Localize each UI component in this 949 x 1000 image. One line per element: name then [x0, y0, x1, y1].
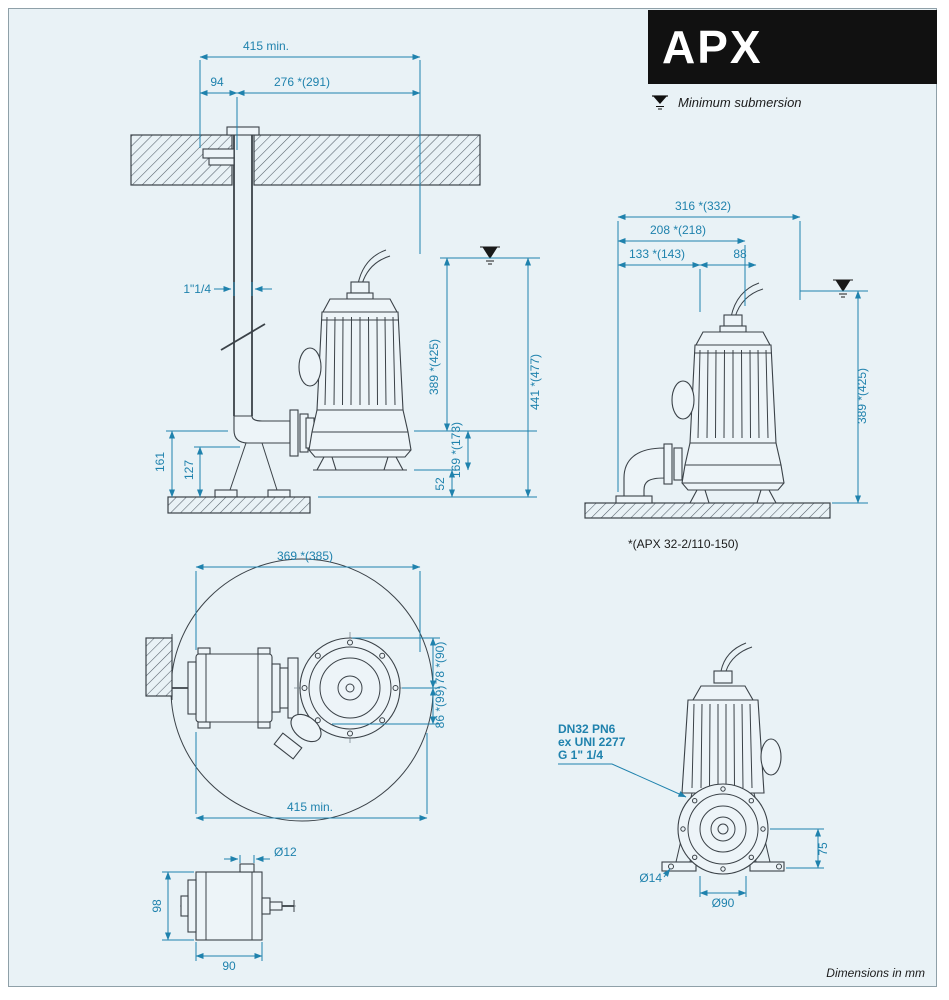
bolt-circle [680, 786, 766, 872]
pipe-break-line [220, 323, 266, 351]
dim-label-d12: Ø12 [274, 845, 297, 859]
front-dimensions: DN32 PN6 ex UNI 2277 G 1" 1/4 Ø14 Ø90 75 [558, 722, 830, 910]
plan-view: 369 *(385) 78 *(90) 86 *(99) 415 min. [145, 549, 447, 822]
volute-front [677, 783, 769, 875]
shaft [269, 901, 283, 911]
foot-pad [749, 861, 785, 872]
pedestal-legs [229, 442, 278, 491]
dim-label-52: 52 [433, 477, 447, 491]
dim-label-161: 161 [153, 452, 167, 472]
dim-label-d14: Ø14 [639, 871, 662, 885]
submersion-symbol-icon [652, 95, 668, 110]
dim-label-127: 127 [182, 460, 196, 480]
series-title: APX [662, 21, 763, 73]
legend-minimum-submersion: Minimum submersion [650, 94, 802, 110]
pipe-bracket [202, 148, 235, 159]
motor-end-cap [187, 661, 197, 715]
base-elbow [233, 415, 291, 444]
mounting-stud [239, 863, 255, 873]
discharge-elbow [623, 447, 665, 497]
dim-label-389: 389 *(425) [427, 339, 441, 395]
dim-label-88: 88 [733, 247, 747, 261]
motor-body-front [681, 699, 765, 794]
pipe-size-label: 1"1/4 [183, 282, 211, 296]
lifting-eye [760, 738, 782, 776]
flange-plate [673, 447, 683, 481]
pump-drawing [671, 282, 785, 504]
dim-label-d90: Ø90 [712, 896, 735, 910]
pipe-cap [226, 126, 260, 136]
foot-hole [668, 863, 674, 870]
dim-label-169: 169 *(173) [449, 422, 463, 478]
dimensions-note: Dimensions in mm [826, 966, 925, 980]
dim-label-369: 369 *(385) [277, 549, 333, 563]
installation-dimensions: 415 min. 94 276 *(291) 1"1/4 389 *(425) … [153, 39, 542, 498]
dim-label-208: 208 *(218) [650, 223, 706, 237]
dim-label-98: 98 [150, 899, 164, 913]
end-cap [187, 879, 197, 933]
free-standing-dimensions: 316 *(332) 208 *(218) 133 *(143) 88 389 … [617, 199, 869, 504]
flange-plate [663, 443, 673, 485]
shaft-flange [261, 897, 271, 915]
plan-dimensions: 369 *(385) 78 *(90) 86 *(99) 415 min. [195, 549, 447, 822]
foot-pad [661, 861, 697, 872]
floor-hatch [584, 502, 831, 519]
pump-drawing [298, 249, 412, 471]
foot-hole [776, 863, 782, 870]
connection-spec-line2: ex UNI 2277 [558, 735, 626, 749]
free-standing-view: 316 *(332) 208 *(218) 133 *(143) 88 389 … [584, 199, 869, 551]
pedestal-foot [267, 489, 291, 498]
front-view: DN32 PN6 ex UNI 2277 G 1" 1/4 Ø14 Ø90 75 [558, 642, 830, 910]
dim-label-316: 316 *(332) [675, 199, 731, 213]
dim-label-415-min: 415 min. [287, 800, 333, 814]
discharge-stub [290, 713, 322, 743]
cable-gland [713, 670, 733, 684]
flange-plate [289, 409, 299, 457]
dim-label-86: 86 *(99) [433, 686, 447, 729]
water-level-icon [832, 279, 854, 298]
dim-label-90: 90 [222, 959, 236, 973]
dim-label-94: 94 [210, 75, 224, 89]
elbow-foot [615, 495, 653, 504]
motor-body-plan [195, 653, 273, 723]
discharge-flange-plan [273, 732, 303, 760]
pipe-bracket [208, 157, 235, 166]
series-title-box: APX [648, 10, 937, 84]
dim-label-389: 389 *(425) [855, 368, 869, 424]
dim-label-75: 75 [816, 842, 830, 856]
motor-side-view: Ø12 98 90 [150, 845, 298, 973]
wall-hatch [145, 637, 173, 697]
floor-hatch [167, 496, 311, 514]
motor-dimensions: Ø12 98 90 [150, 845, 297, 973]
pedestal-foot [214, 489, 238, 498]
terminal-block [180, 895, 189, 917]
installation-view: 415 min. 94 276 *(291) 1"1/4 389 *(425) … [130, 39, 542, 514]
dim-label-276: 276 *(291) [274, 75, 330, 89]
water-level-icon [479, 246, 501, 265]
dim-label-total: 415 min. [243, 39, 289, 53]
coupling-flange [271, 663, 281, 713]
ceiling-slab [253, 134, 481, 186]
dim-label-78: 78 *(90) [433, 642, 447, 685]
dim-label-441: 441 *(477) [528, 354, 542, 410]
bolt-circle [301, 639, 399, 737]
connection-spec-line3: G 1" 1/4 [558, 748, 603, 762]
top-cap [692, 685, 754, 701]
dim-label-133: 133 *(143) [629, 247, 685, 261]
volute-plan [299, 637, 401, 739]
legend-text: Minimum submersion [678, 94, 802, 110]
variant-note: *(APX 32-2/110-150) [628, 537, 739, 551]
coupling-flange [279, 667, 289, 709]
connection-spec-line1: DN32 PN6 [558, 722, 616, 736]
